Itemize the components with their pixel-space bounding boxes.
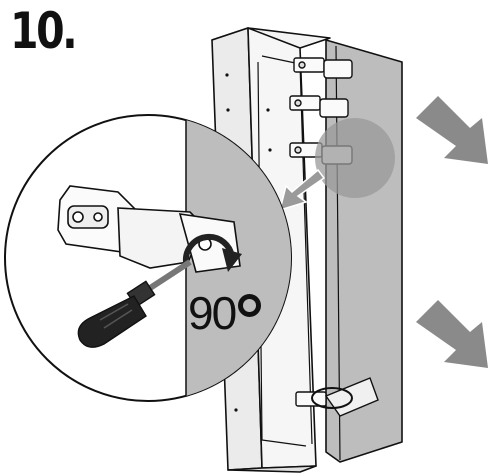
hinge-middle [289, 95, 349, 118]
arrow-right-down-icon [416, 300, 488, 368]
screwdriver-handle [77, 295, 147, 348]
rotate-clockwise-icon [182, 233, 242, 272]
screwdriver [77, 259, 192, 348]
rotation-angle-value: 90 [188, 287, 237, 339]
arrow-right-down-icon [416, 96, 488, 164]
rotation-angle-label: 90 [188, 287, 262, 339]
hinge-bottom [295, 377, 379, 417]
arrow-left-down-icon [278, 168, 326, 212]
step-number: 10. [10, 2, 78, 60]
highlight-circle [315, 118, 395, 198]
degree-icon [238, 294, 262, 317]
hinge-top [293, 57, 353, 79]
detail-zoom [4, 114, 292, 402]
